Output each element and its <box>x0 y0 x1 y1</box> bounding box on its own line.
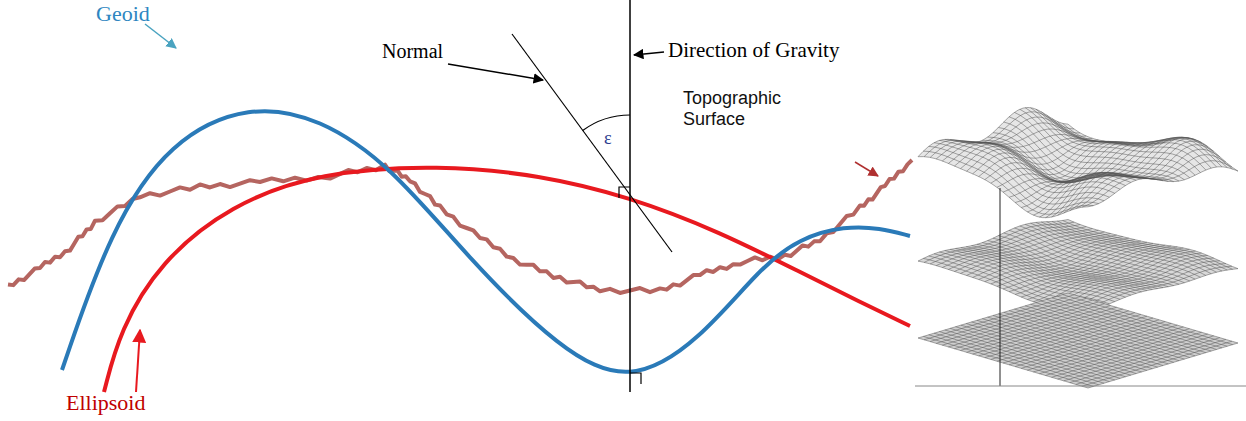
base-line <box>915 386 1246 387</box>
mesh-line <box>1039 137 1189 217</box>
mesh-line <box>924 112 1074 157</box>
curves <box>8 111 912 392</box>
ellipsoid-curve <box>104 168 910 392</box>
surface-mesh <box>918 107 1238 217</box>
mesh-line <box>1076 155 1226 209</box>
surface-fill <box>918 293 1238 388</box>
mesh-line <box>1063 220 1233 269</box>
leader-arrow <box>634 52 664 55</box>
ellipsoid-label: Ellipsoid <box>66 390 145 416</box>
leader-arrow <box>855 162 878 176</box>
mesh-line <box>1041 112 1211 168</box>
mesh-line <box>1070 149 1220 210</box>
mesh-line <box>988 241 1158 289</box>
mesh-line <box>1058 334 1208 379</box>
mesh-line <box>1041 222 1211 274</box>
epsilon-label: ε <box>604 128 612 149</box>
mesh-line <box>1004 233 1174 286</box>
mesh-line <box>973 141 1123 174</box>
mesh-line <box>1031 108 1201 173</box>
mesh-line <box>1063 295 1233 345</box>
mesh-line <box>1064 336 1214 381</box>
mesh-line <box>1082 341 1232 386</box>
mesh-line <box>945 139 1115 193</box>
mesh-line <box>1057 121 1227 167</box>
mesh-line <box>1057 296 1227 346</box>
gravity-label: Direction of Gravity <box>668 38 839 63</box>
mesh-line <box>1070 338 1220 383</box>
leader-arrow <box>136 330 140 392</box>
mesh-line <box>1052 221 1222 271</box>
leader-arrow <box>448 64 543 80</box>
mesh-line <box>1058 141 1208 215</box>
surface-fill <box>918 107 1238 217</box>
mesh-line <box>1020 109 1190 177</box>
mesh-line <box>918 107 1068 156</box>
surface-stack <box>915 107 1246 388</box>
mesh-line <box>1027 139 1177 212</box>
mesh-line <box>1052 298 1222 348</box>
mesh-line <box>1041 301 1211 351</box>
mesh-line <box>1088 167 1238 207</box>
mesh-line <box>982 243 1152 290</box>
normal-label: Normal <box>382 40 443 63</box>
mesh-line <box>924 222 1074 262</box>
right-angle-mark <box>619 187 630 198</box>
mesh-line <box>1031 304 1201 354</box>
mesh-line <box>979 141 1129 176</box>
mesh-line <box>1036 222 1206 275</box>
mesh-line <box>977 244 1147 290</box>
mesh-line <box>1046 331 1196 376</box>
mesh-line <box>1082 266 1232 310</box>
mesh-line <box>1025 306 1195 356</box>
mesh-line <box>1047 222 1217 273</box>
surface-axis <box>1000 188 1001 386</box>
mesh-line <box>918 157 1088 218</box>
leader-arrow <box>145 24 176 48</box>
surface-mesh <box>918 293 1238 388</box>
normal-line <box>512 34 672 252</box>
mesh-line <box>1039 329 1189 374</box>
mesh-line <box>1009 230 1179 284</box>
mesh-line <box>1068 124 1238 171</box>
mesh-line <box>1047 299 1217 349</box>
geoid-curve <box>62 111 910 372</box>
mesh-line <box>1082 161 1232 208</box>
mesh-line <box>1009 117 1179 181</box>
topographic-label: Topographic Surface <box>683 88 848 130</box>
mesh-line <box>1036 303 1206 353</box>
mesh-line <box>950 139 1120 189</box>
mesh-line <box>1088 343 1238 388</box>
mesh-line <box>1088 269 1238 311</box>
mesh-line <box>1052 332 1202 377</box>
mesh-line <box>1020 307 1190 357</box>
mesh-line <box>1036 109 1206 170</box>
mesh-line <box>1076 339 1226 384</box>
mesh-line <box>1064 145 1214 213</box>
mesh-line <box>1068 293 1238 343</box>
mesh-line <box>1068 219 1238 268</box>
mesh-line <box>967 141 1117 171</box>
geoid-label: Geoid <box>96 1 150 27</box>
right-angle-mark <box>630 373 641 384</box>
mesh-line <box>1052 139 1202 217</box>
mesh-line <box>1014 228 1184 283</box>
mesh-line <box>1052 118 1222 166</box>
